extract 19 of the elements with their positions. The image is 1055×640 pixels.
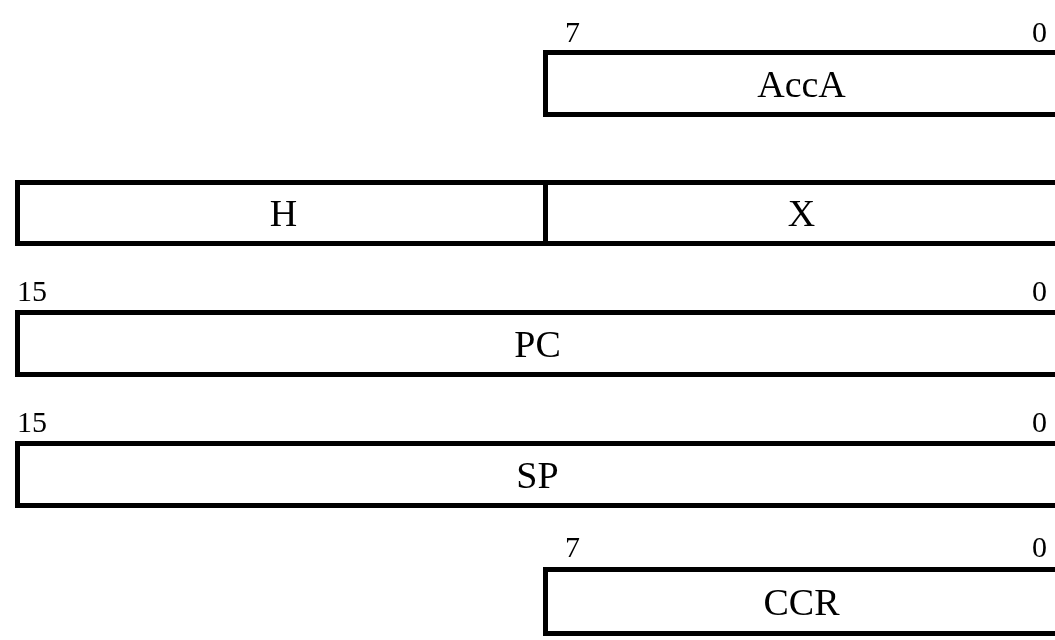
bit-number: 7 <box>565 17 580 47</box>
register-name: CCR <box>763 582 840 621</box>
bit-number: 0 <box>1032 407 1047 437</box>
bit-number: 7 <box>565 532 580 562</box>
register-name: H <box>269 194 298 232</box>
bit-number: 0 <box>1032 17 1047 47</box>
bit-number: 15 <box>17 276 47 306</box>
bit-number: 15 <box>17 407 47 437</box>
register-name: AccA <box>757 64 846 103</box>
register-box <box>15 441 1055 508</box>
register-box <box>15 310 1055 377</box>
register-name: PC <box>514 324 561 363</box>
register-box <box>543 180 1055 246</box>
bit-number: 0 <box>1032 276 1047 306</box>
register-box <box>543 50 1055 117</box>
bit-number: 0 <box>1032 532 1047 562</box>
register-name: SP <box>516 455 559 494</box>
register-name: X <box>787 194 816 232</box>
register-box <box>543 567 1055 636</box>
